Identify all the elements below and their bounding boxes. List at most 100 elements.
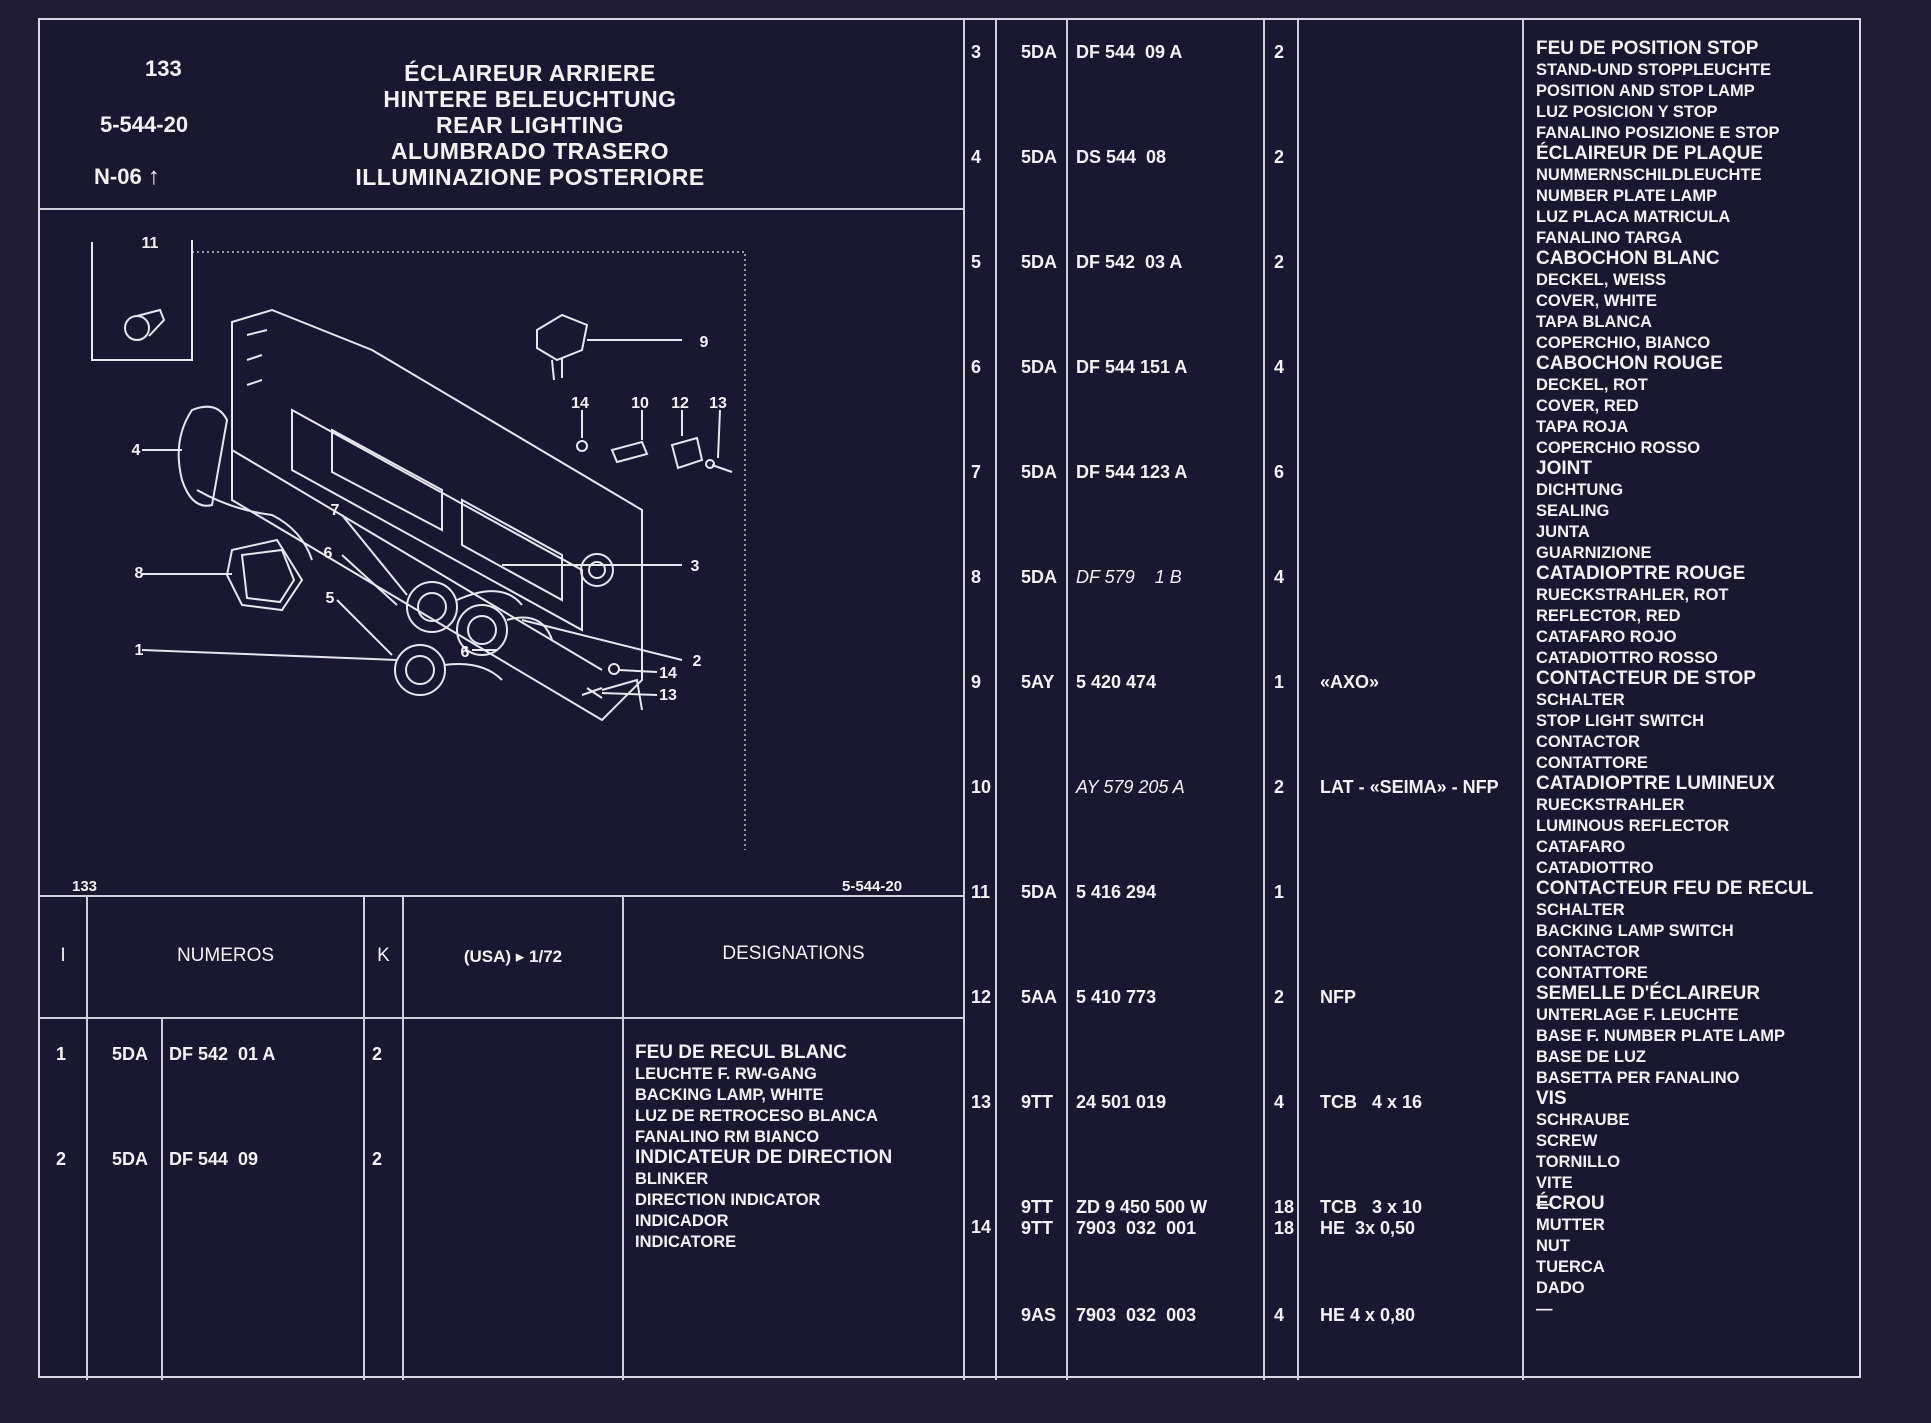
row-qty: 1 xyxy=(1274,882,1285,902)
name-es: INDICADOR xyxy=(635,1211,729,1230)
row-qty: 4 xyxy=(1274,567,1285,587)
diagram-ref-code: 5-544-20 xyxy=(842,878,903,895)
row-prefix: 5DA xyxy=(1021,252,1058,272)
row-designation: RUECKSTRAHLER, ROT xyxy=(1536,585,1729,604)
callout-10: 10 xyxy=(631,395,649,412)
callout-12: 12 xyxy=(671,395,689,412)
row-qty: 1 xyxy=(1274,672,1285,692)
row-designation: CONTACTEUR DE STOP xyxy=(1536,668,1756,689)
rear-lighting-diagram: 11 9 14 10 12 13 4 7 6 8 5 1 3 6 2 14 13 xyxy=(91,235,746,850)
row-designation: TORNILLO xyxy=(1536,1152,1621,1171)
row-index: 10 xyxy=(971,777,992,797)
row-designation: BACKING LAMP SWITCH xyxy=(1536,921,1734,940)
col-header-usa: (USA) ▸ 1/72 xyxy=(463,947,563,966)
row-designation: JOINT xyxy=(1536,458,1592,479)
row-index: 8 xyxy=(971,567,982,587)
row-designation: INDICATEUR DE DIRECTION BLINKER DIRECTIO… xyxy=(635,1147,893,1253)
name-de: LEUCHTE F. RW-GANG xyxy=(635,1064,817,1083)
row-designation: CABOCHON BLANC xyxy=(1536,248,1720,269)
parts-sheet: 133 5-544-20 N-06 ↑ ÉCLAIREUR ARRIERE HI… xyxy=(38,18,1861,1380)
row-designation: CONTACTOR xyxy=(1536,942,1640,961)
callout-5: 5 xyxy=(326,590,335,607)
exploded-diagram: 11 9 14 10 12 13 4 7 6 8 5 1 3 6 2 14 13… xyxy=(42,210,963,895)
callout-9: 9 xyxy=(700,334,709,351)
row-prefix: 9TT xyxy=(1021,1218,1054,1238)
callout-11: 11 xyxy=(142,235,159,252)
row-prefix: 5AY xyxy=(1021,672,1055,692)
row-designation: VIS xyxy=(1536,1088,1567,1109)
row-designation: DECKEL, WEISS xyxy=(1536,270,1667,289)
row-note: HE 3x 0,50 xyxy=(1320,1218,1416,1238)
row-note: TCB 3 x 10 xyxy=(1320,1197,1423,1217)
row-note: TCB 4 x 16 xyxy=(1320,1092,1423,1112)
row-qty: 18 xyxy=(1274,1197,1295,1217)
row-qty: 4 xyxy=(1274,357,1285,377)
row-designation: CONTATTORE xyxy=(1536,753,1648,772)
row-designation: FANALINO POSIZIONE E STOP xyxy=(1536,123,1780,142)
row-designation: SEALING xyxy=(1536,501,1610,520)
row-prefix: 5DA xyxy=(112,1149,149,1169)
row-designation: ÉCROU xyxy=(1536,1193,1605,1214)
row-designation: CONTATTORE xyxy=(1536,963,1648,982)
name-en: DIRECTION INDICATOR xyxy=(635,1190,821,1209)
row-designation: CATADIOTTRO xyxy=(1536,858,1654,877)
row-ref: 5 420 474 xyxy=(1076,672,1157,692)
diagram-page-number: 133 xyxy=(72,878,98,895)
row-index: 1 xyxy=(56,1044,67,1064)
row-designation: TAPA BLANCA xyxy=(1536,312,1653,331)
row-prefix: 9AS xyxy=(1021,1305,1057,1325)
row-designation: — xyxy=(1536,1194,1553,1213)
row-ref: ZD 9 450 500 W xyxy=(1076,1197,1208,1217)
row-index: 11 xyxy=(971,882,991,902)
name-it: INDICATORE xyxy=(635,1232,737,1251)
row-qty: 2 xyxy=(1274,777,1285,797)
name-en: BACKING LAMP, WHITE xyxy=(635,1085,824,1104)
row-index: 4 xyxy=(971,147,982,167)
row-note: «AXO» xyxy=(1320,672,1380,692)
row-ref: DF 542 03 A xyxy=(1076,252,1183,272)
row-designation: NUMMERNSCHILDLEUCHTE xyxy=(1536,165,1762,184)
title-it: ILLUMINAZIONE POSTERIORE xyxy=(355,164,705,190)
row-ref: DS 544 08 xyxy=(1076,147,1167,167)
row-index: 5 xyxy=(971,252,982,272)
callout-14b: 14 xyxy=(659,665,677,682)
row-qty: 2 xyxy=(372,1149,383,1169)
row-ref: DF 542 01 A xyxy=(169,1044,276,1064)
row-designation: — xyxy=(1536,1299,1553,1318)
name-fr: INDICATEUR DE DIRECTION xyxy=(635,1147,893,1168)
row-note: HE 4 x 0,80 xyxy=(1320,1305,1416,1325)
row-designation: DADO xyxy=(1536,1278,1585,1297)
name-es: LUZ DE RETROCESO BLANCA xyxy=(635,1106,878,1125)
name-fr: FEU DE RECUL BLANC xyxy=(635,1042,847,1063)
row-designation: BASE F. NUMBER PLATE LAMP xyxy=(1536,1026,1786,1045)
row-qty: 2 xyxy=(1274,147,1285,167)
row-qty: 2 xyxy=(1274,42,1285,62)
row-designation: CATADIOPTRE LUMINEUX xyxy=(1536,773,1775,794)
row-ref: DF 544 09 xyxy=(169,1149,259,1169)
row-qty: 6 xyxy=(1274,462,1285,482)
title-en: REAR LIGHTING xyxy=(436,112,624,138)
callout-8: 8 xyxy=(135,565,144,582)
row-index: 2 xyxy=(56,1149,67,1169)
name-it: FANALINO RM BIANCO xyxy=(635,1127,820,1146)
callout-4: 4 xyxy=(132,442,141,459)
row-designation: DECKEL, ROT xyxy=(1536,375,1648,394)
row-prefix: 5DA xyxy=(1021,882,1058,902)
col-header-index: I xyxy=(60,945,66,966)
row-index: 7 xyxy=(971,462,982,482)
row-ref: DF 579 1 B xyxy=(1076,567,1182,587)
row-designation: CONTACTEUR FEU DE RECUL xyxy=(1536,878,1814,899)
row-prefix: 5DA xyxy=(1021,462,1058,482)
row-ref: 5 416 294 xyxy=(1076,882,1157,902)
col-header-qty: K xyxy=(377,945,390,966)
row-designation: NUMBER PLATE LAMP xyxy=(1536,186,1718,205)
model-code-label: N-06 xyxy=(94,164,142,189)
row-qty: 18 xyxy=(1274,1218,1295,1238)
callout-7: 7 xyxy=(331,502,340,519)
row-prefix: 5DA xyxy=(1021,147,1058,167)
row-ref: DF 544 09 A xyxy=(1076,42,1183,62)
row-designation: DICHTUNG xyxy=(1536,480,1624,499)
callout-6b: 6 xyxy=(461,644,470,661)
row-prefix: 9TT xyxy=(1021,1092,1054,1112)
row-designation: TAPA ROJA xyxy=(1536,417,1629,436)
